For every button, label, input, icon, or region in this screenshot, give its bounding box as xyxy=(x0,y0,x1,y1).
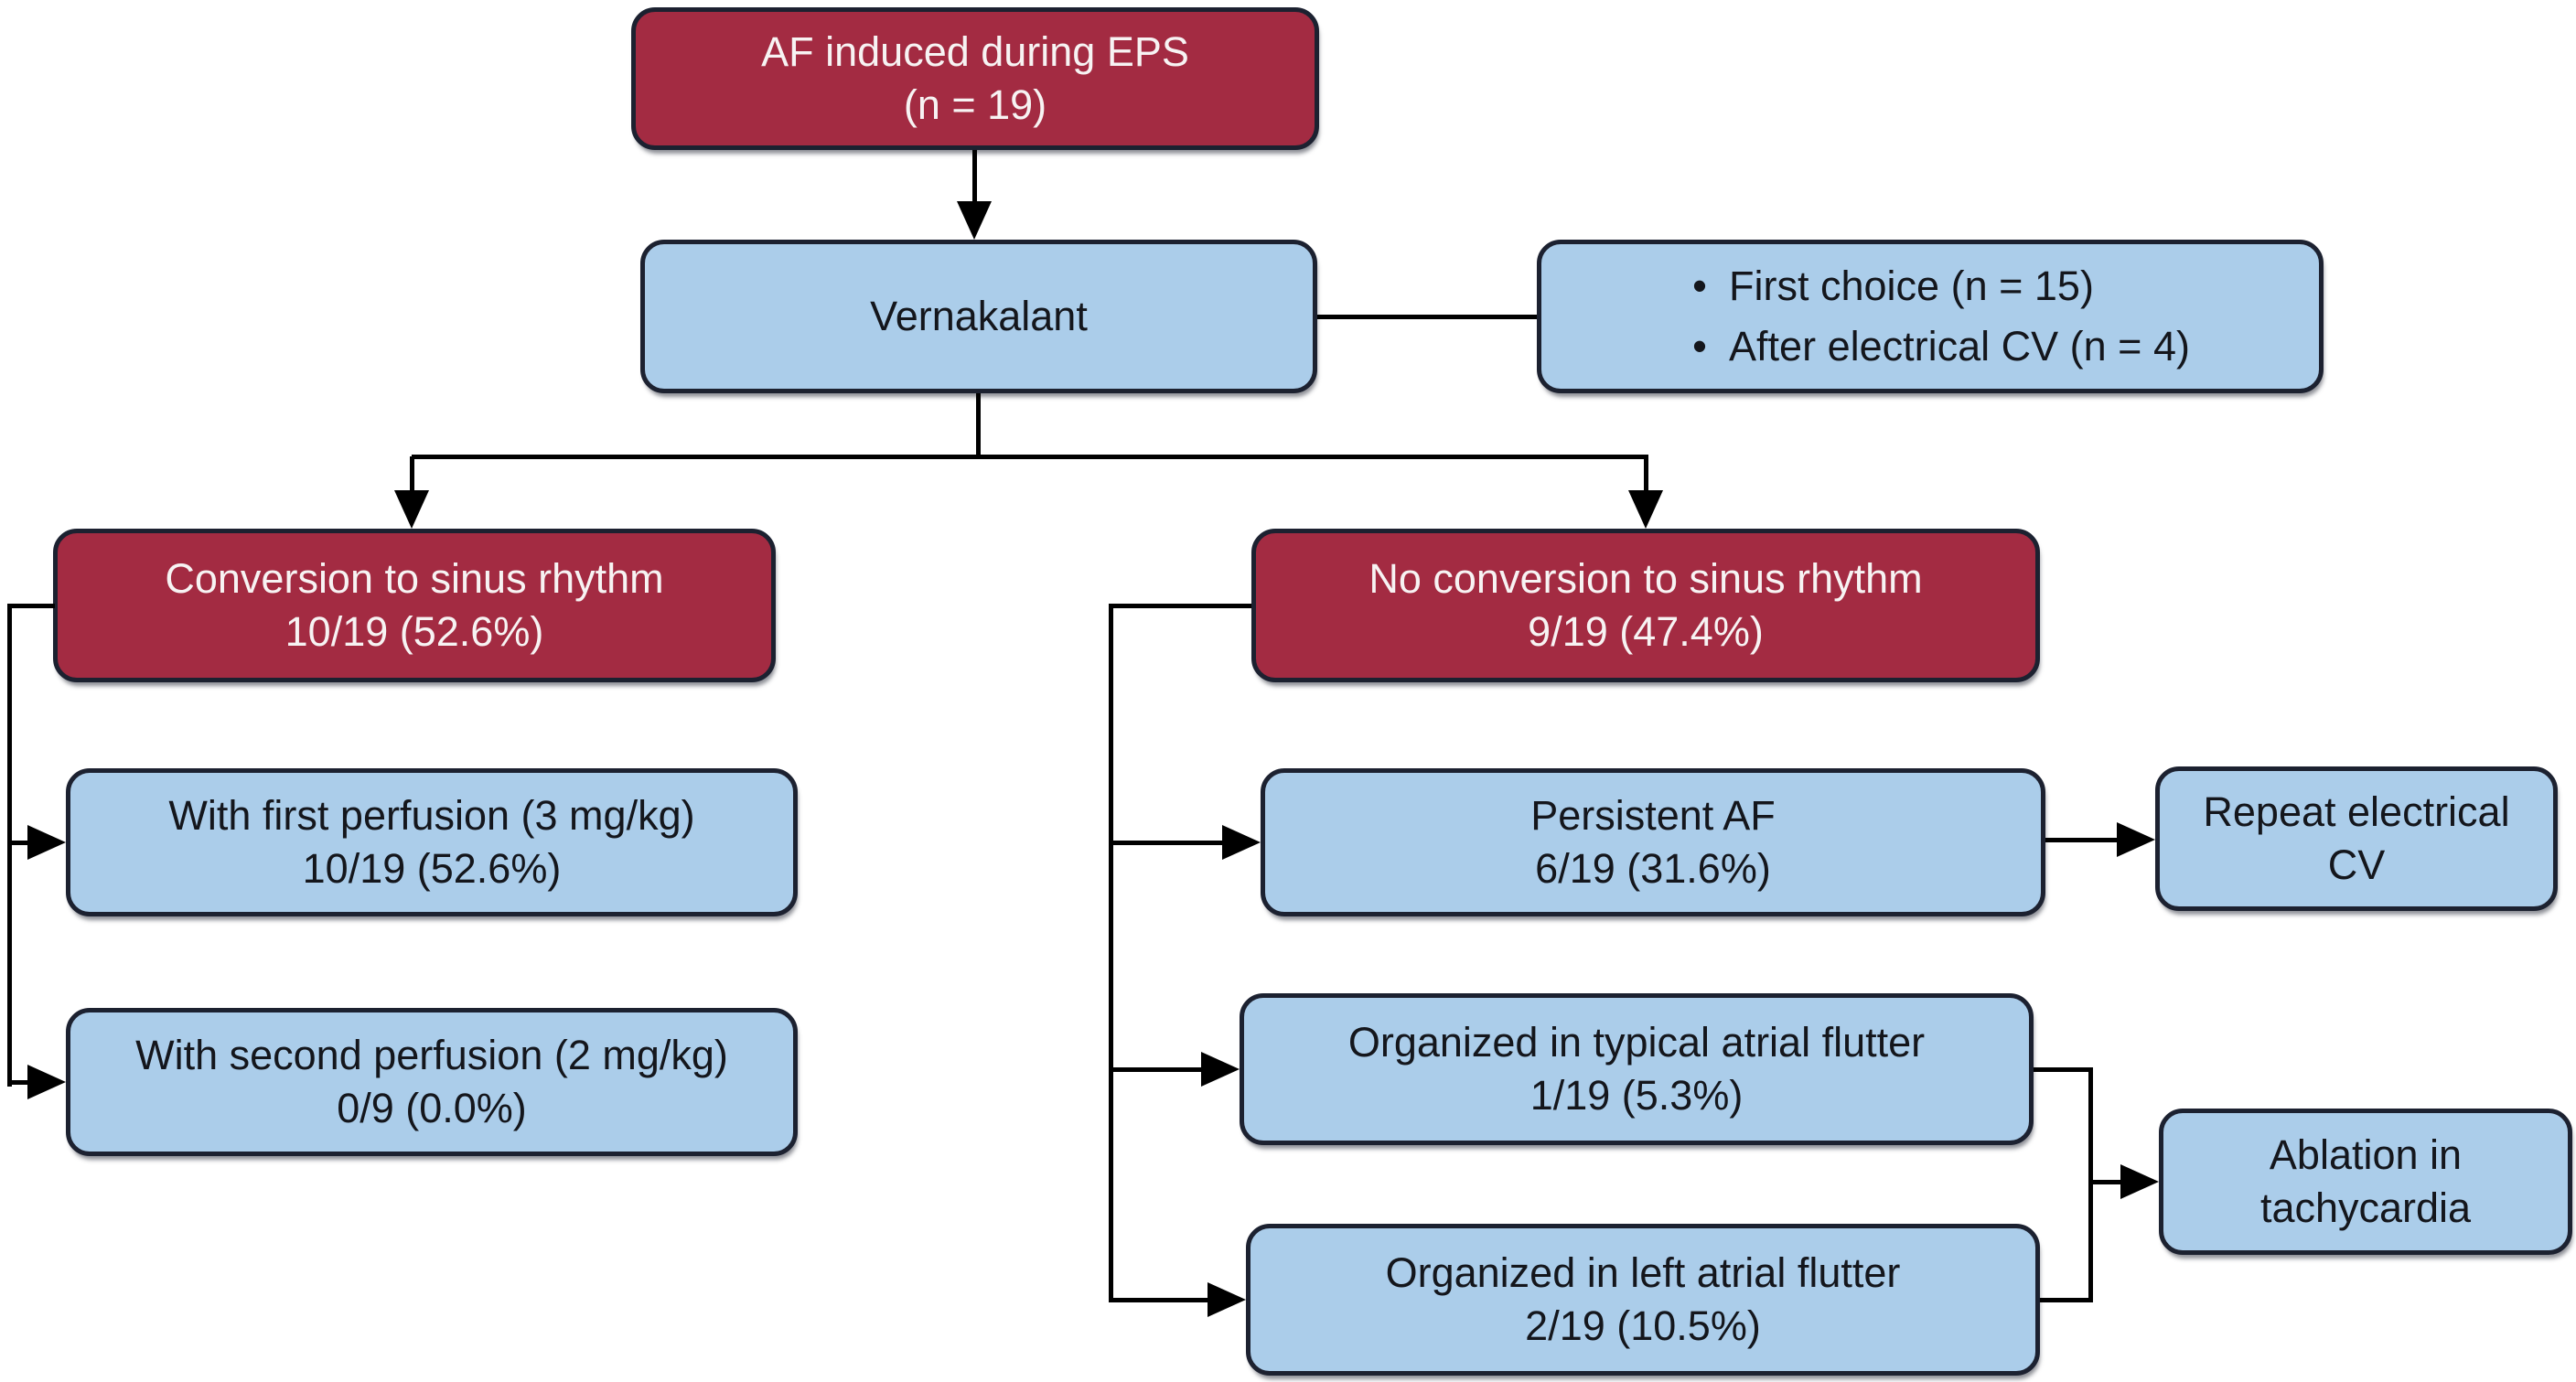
node-text-line: 2/19 (10.5%) xyxy=(1525,1302,1761,1349)
node-ablation-tachycardia: Ablation in tachycardia xyxy=(2159,1109,2572,1255)
connector-split-bar xyxy=(412,455,1648,459)
connector-vernakalant-to-details xyxy=(1317,315,1537,319)
node-text-line: tachycardia xyxy=(2259,1184,2472,1231)
bullet-icon: • xyxy=(1692,323,1707,370)
node-second-perfusion: With second perfusion (2 mg/kg) 0/9 (0.0… xyxy=(66,1008,798,1156)
arrow-right-icon xyxy=(2120,1164,2159,1199)
node-text-line: CV xyxy=(2327,841,2386,888)
connector-conversion-stub xyxy=(9,604,55,608)
connector-to-persistent-af xyxy=(1111,841,1226,845)
connector-no-conversion-stub xyxy=(1111,604,1251,608)
arrow-right-icon xyxy=(2117,822,2155,857)
node-text-line: With first perfusion (3 mg/kg) xyxy=(168,792,695,839)
connector-right-bracket-vertical xyxy=(1109,604,1113,1302)
node-text-line: Persistent AF xyxy=(1530,792,1776,839)
connector-split-right-drop xyxy=(1644,456,1648,495)
arrow-down-icon xyxy=(1628,490,1663,529)
node-text-line: 1/19 (5.3%) xyxy=(1530,1072,1744,1119)
connector-left-flutter-out xyxy=(2040,1298,2093,1302)
node-text-line: 9/19 (47.4%) xyxy=(1528,608,1764,655)
arrow-right-icon xyxy=(1222,825,1261,860)
arrow-right-icon xyxy=(1208,1282,1246,1317)
connector-vernakalant-down xyxy=(976,393,981,457)
arrow-down-icon xyxy=(394,490,429,529)
node-no-conversion-sinus-rhythm: No conversion to sinus rhythm 9/19 (47.4… xyxy=(1251,529,2040,682)
connector-to-repeat-cv xyxy=(2045,838,2120,842)
arrow-right-icon xyxy=(1201,1052,1240,1087)
node-text-line: No conversion to sinus rhythm xyxy=(1368,555,1923,602)
bullet-item: • First choice (n = 15) xyxy=(1670,260,2190,313)
node-text-line: Ablation in xyxy=(2269,1131,2463,1178)
connector-root-to-vernakalant xyxy=(972,150,977,205)
connector-typical-flutter-out xyxy=(2034,1067,2093,1072)
node-text-line: 10/19 (52.6%) xyxy=(302,845,562,892)
node-text-line: Conversion to sinus rhythm xyxy=(165,555,664,602)
node-text-line: 6/19 (31.6%) xyxy=(1535,845,1771,892)
bullet-list: • First choice (n = 15) • After electric… xyxy=(1670,260,2190,373)
node-text-line: Vernakalant xyxy=(870,293,1088,339)
node-repeat-electrical-cv: Repeat electrical CV xyxy=(2155,766,2558,911)
bullet-item-label: First choice (n = 15) xyxy=(1729,262,2094,309)
connector-to-ablation xyxy=(2090,1180,2122,1184)
bullet-icon: • xyxy=(1692,262,1707,309)
node-persistent-af: Persistent AF 6/19 (31.6%) xyxy=(1261,768,2045,916)
node-text-line: 10/19 (52.6%) xyxy=(284,608,544,655)
node-text-line: Organized in left atrial flutter xyxy=(1385,1249,1901,1296)
arrow-down-icon xyxy=(957,201,992,240)
node-vernakalant-details: • First choice (n = 15) • After electric… xyxy=(1537,240,2324,393)
node-text-line: (n = 19) xyxy=(903,81,1047,128)
arrow-right-icon xyxy=(27,1065,66,1099)
connector-to-left-flutter xyxy=(1111,1298,1211,1302)
connector-split-left-drop xyxy=(410,456,414,495)
bullet-item-label: After electrical CV (n = 4) xyxy=(1729,323,2190,370)
node-text-line: With second perfusion (2 mg/kg) xyxy=(135,1032,728,1078)
connector-ablation-junction-vertical xyxy=(2088,1067,2093,1302)
connector-to-second-perfusion xyxy=(9,1080,33,1085)
node-conversion-sinus-rhythm: Conversion to sinus rhythm 10/19 (52.6%) xyxy=(53,529,776,682)
node-vernakalant: Vernakalant xyxy=(640,240,1317,393)
node-first-perfusion: With first perfusion (3 mg/kg) 10/19 (52… xyxy=(66,768,798,916)
connector-left-bracket-vertical xyxy=(7,604,12,1087)
node-left-atrial-flutter: Organized in left atrial flutter 2/19 (1… xyxy=(1246,1224,2040,1376)
node-text-line: Repeat electrical xyxy=(2203,788,2510,835)
bullet-item: • After electrical CV (n = 4) xyxy=(1670,320,2190,373)
node-typical-atrial-flutter: Organized in typical atrial flutter 1/19… xyxy=(1240,993,2034,1145)
node-text-line: Organized in typical atrial flutter xyxy=(1347,1019,1926,1066)
connector-to-first-perfusion xyxy=(9,841,33,845)
node-af-induced-eps: AF induced during EPS (n = 19) xyxy=(631,7,1319,150)
connector-to-typical-flutter xyxy=(1111,1067,1205,1072)
node-text-line: AF induced during EPS xyxy=(761,28,1189,75)
arrow-right-icon xyxy=(27,825,66,860)
node-text-line: 0/9 (0.0%) xyxy=(337,1085,527,1131)
